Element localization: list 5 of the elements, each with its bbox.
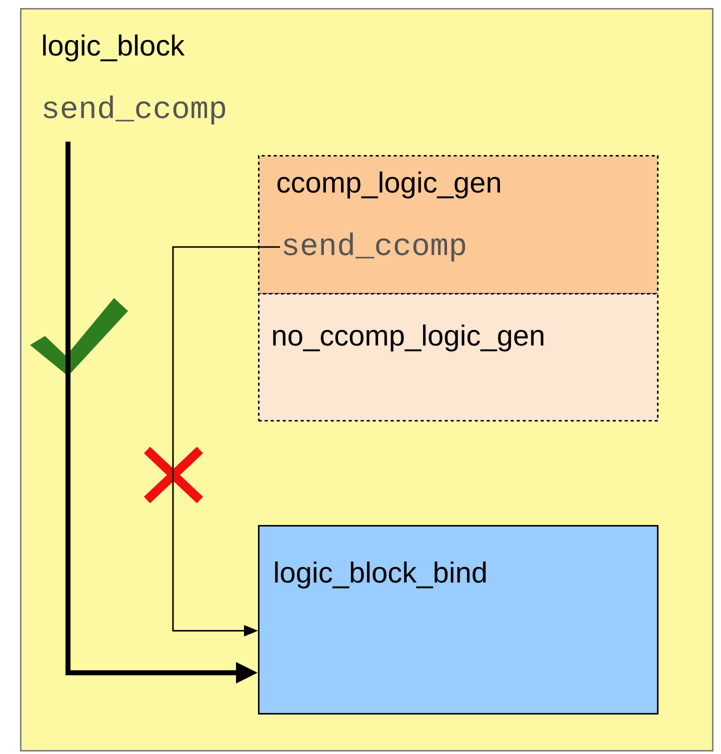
signal-label: send_ccomp xyxy=(284,232,466,262)
module-box: no_ccomp_logic_gen xyxy=(258,293,658,422)
bind-box: logic_block_bind xyxy=(258,525,658,714)
signal-label: send_ccomp xyxy=(44,96,226,124)
arrow xyxy=(172,246,280,636)
